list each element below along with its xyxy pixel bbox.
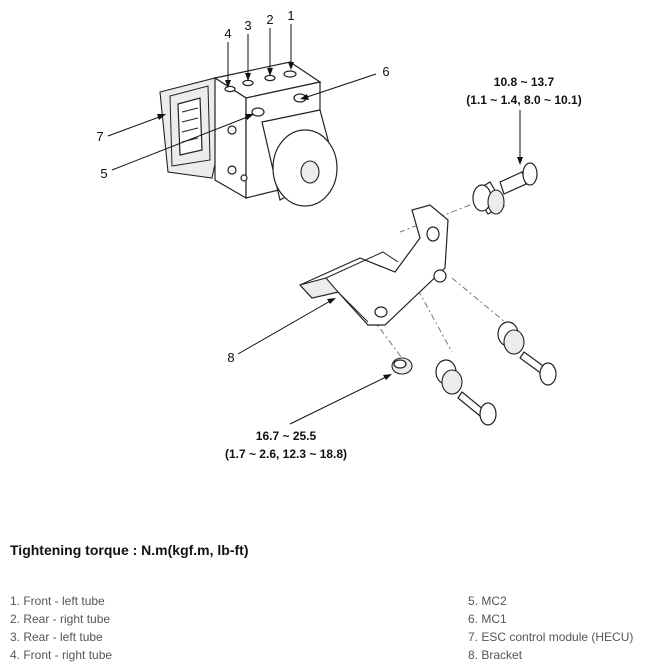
insulator-top [472, 181, 505, 215]
legend-right-column: 5. MC2 6. MC1 7. ESC control module (HEC… [468, 592, 633, 664]
callout-6: 6 [382, 64, 389, 79]
bolt-top [499, 162, 538, 195]
legend-item-3: 3. Rear - left tube [10, 630, 103, 644]
abs-esc-exploded-diagram: 1 2 3 4 5 6 7 8 10.8 ~ 13.7 (1.1 ~ 1.4, … [96, 8, 581, 461]
legend-left-column: 1. Front - left tube 2. Rear - right tub… [10, 592, 112, 664]
callout-2: 2 [266, 12, 273, 27]
torque-top-value: 10.8 ~ 13.7 [494, 75, 555, 89]
insulator-bottom [435, 359, 463, 395]
legend-item-1: 1. Front - left tube [10, 594, 105, 608]
bolt-bottom [457, 391, 497, 426]
legend-item-8: 8. Bracket [468, 648, 523, 662]
callout-8: 8 [227, 350, 234, 365]
hydraulic-unit [159, 61, 338, 207]
assembly-axis-right [451, 277, 506, 323]
torque-top-conversion: (1.1 ~ 1.4, 8.0 ~ 10.1) [466, 93, 581, 107]
callout-7: 7 [96, 129, 103, 144]
legend-item-6: 6. MC1 [468, 612, 507, 626]
bracket [298, 204, 449, 326]
legend-item-4: 4. Front - right tube [10, 648, 113, 662]
torque-bottom-value: 16.7 ~ 25.5 [256, 429, 317, 443]
callout-3: 3 [244, 18, 251, 33]
callout-1: 1 [287, 8, 294, 23]
legend-item-5: 5. MC2 [468, 594, 507, 608]
bolt-right [519, 351, 557, 386]
tightening-torque-caption: Tightening torque : N.m(kgf.m, lb-ft) [10, 542, 249, 558]
legend-item-2: 2. Rear - right tube [10, 612, 111, 626]
callout-5: 5 [100, 166, 107, 181]
callout-4: 4 [224, 26, 231, 41]
insulator-right [497, 321, 525, 355]
legend-item-7: 7. ESC control module (HECU) [468, 630, 634, 644]
assembly-axis-middle [417, 289, 453, 353]
nut-bottom [391, 357, 413, 375]
torque-bottom-conversion: (1.7 ~ 2.6, 12.3 ~ 18.8) [225, 447, 347, 461]
